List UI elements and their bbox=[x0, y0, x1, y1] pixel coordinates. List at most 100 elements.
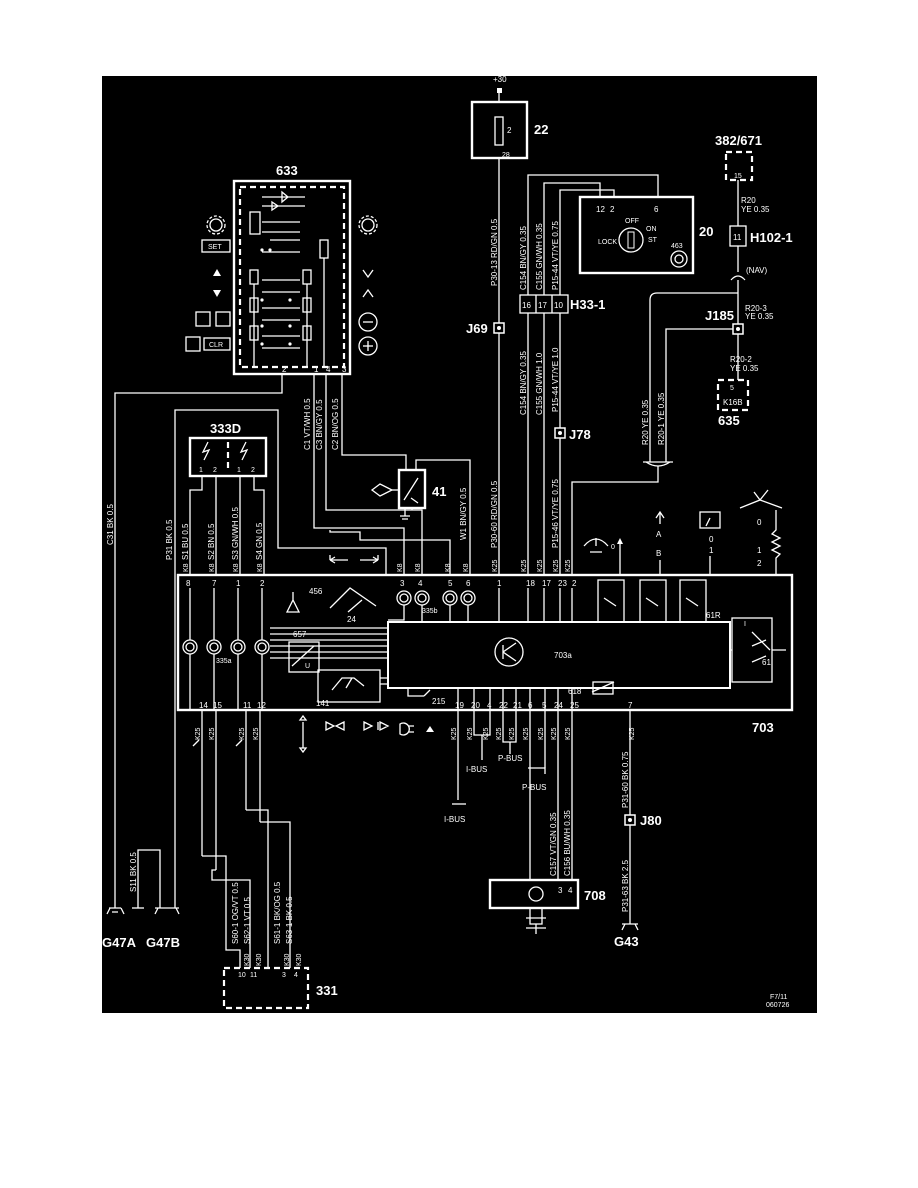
svg-text:335b: 335b bbox=[422, 608, 438, 615]
svg-text:S1 BU 0.5: S1 BU 0.5 bbox=[181, 523, 190, 560]
svg-text:C3 BN/GY 0.5: C3 BN/GY 0.5 bbox=[315, 399, 324, 450]
svg-text:K25: K25 bbox=[483, 727, 490, 740]
svg-text:16: 16 bbox=[522, 301, 531, 310]
connector-k16b: 5 K16B 635 bbox=[716, 378, 750, 428]
svg-text:0: 0 bbox=[611, 544, 615, 551]
svg-text:K30: K30 bbox=[244, 953, 251, 966]
svg-text:I: I bbox=[744, 621, 746, 628]
svg-text:1: 1 bbox=[199, 467, 203, 474]
svg-text:R20 YE 0.35: R20 YE 0.35 bbox=[641, 399, 650, 445]
svg-text:K25: K25 bbox=[537, 559, 544, 572]
svg-text:335a: 335a bbox=[216, 658, 232, 665]
svg-text:C154 BN/GY 0.35: C154 BN/GY 0.35 bbox=[519, 226, 528, 290]
svg-text:11: 11 bbox=[733, 233, 742, 242]
svg-text:1: 1 bbox=[709, 546, 714, 555]
svg-text:P31-60 BK 0.75: P31-60 BK 0.75 bbox=[621, 751, 630, 808]
connector-h102-1: 11 H102-1 bbox=[729, 225, 793, 247]
figure-code: 060726 bbox=[766, 1002, 789, 1009]
svg-text:C2 BN/OG 0.5: C2 BN/OG 0.5 bbox=[331, 398, 340, 450]
sensor-708: 3 4 708 bbox=[488, 878, 606, 934]
svg-text:R20-1 YE 0.35: R20-1 YE 0.35 bbox=[657, 392, 666, 445]
svg-text:K8: K8 bbox=[445, 563, 452, 572]
svg-text:R20-2: R20-2 bbox=[730, 355, 752, 364]
svg-text:24: 24 bbox=[554, 701, 563, 710]
svg-text:K25: K25 bbox=[509, 727, 516, 740]
svg-text:3: 3 bbox=[558, 886, 563, 895]
svg-text:22: 22 bbox=[534, 122, 548, 137]
svg-text:K8: K8 bbox=[183, 563, 190, 572]
svg-text:C1 VT/WH 0.5: C1 VT/WH 0.5 bbox=[303, 398, 312, 450]
svg-text:J80: J80 bbox=[640, 813, 662, 828]
supply-terminal bbox=[497, 88, 502, 93]
svg-text:C155 GN/WH 1.0: C155 GN/WH 1.0 bbox=[535, 352, 544, 415]
svg-text:K30: K30 bbox=[284, 953, 291, 966]
connector-h33-1: 16 17 10 H33-1 bbox=[519, 294, 605, 314]
svg-text:708: 708 bbox=[584, 888, 606, 903]
svg-text:8: 8 bbox=[186, 579, 191, 588]
svg-text:YE 0.35: YE 0.35 bbox=[730, 364, 759, 373]
svg-text:215: 215 bbox=[432, 697, 446, 706]
svg-text:5: 5 bbox=[448, 579, 453, 588]
svg-text:61R: 61R bbox=[706, 611, 721, 620]
wiper-symbols: 0 A B 0 1 0 1 2 bbox=[583, 489, 783, 575]
svg-text:703: 703 bbox=[752, 720, 774, 735]
svg-text:S3 GN/WH 0.5: S3 GN/WH 0.5 bbox=[231, 507, 240, 560]
svg-text:4: 4 bbox=[294, 972, 298, 979]
svg-text:P31-63 BK 2.5: P31-63 BK 2.5 bbox=[621, 859, 630, 912]
diagram-background bbox=[102, 76, 817, 1013]
svg-text:C155 GN/WH 0.35: C155 GN/WH 0.35 bbox=[535, 223, 544, 290]
switch-333d: 333D 1 2 1 2 bbox=[188, 421, 268, 478]
svg-text:K8: K8 bbox=[233, 563, 240, 572]
svg-text:I-BUS: I-BUS bbox=[444, 815, 465, 824]
svg-text:22: 22 bbox=[499, 701, 508, 710]
svg-text:K30: K30 bbox=[256, 953, 263, 966]
svg-text:10: 10 bbox=[238, 972, 246, 979]
svg-text:P31 BK 0.5: P31 BK 0.5 bbox=[165, 519, 174, 560]
svg-text:2: 2 bbox=[282, 365, 287, 374]
svg-text:K25: K25 bbox=[239, 727, 246, 740]
svg-text:24: 24 bbox=[347, 615, 356, 624]
svg-text:18: 18 bbox=[526, 579, 535, 588]
svg-text:463: 463 bbox=[671, 243, 683, 250]
svg-text:0: 0 bbox=[709, 535, 714, 544]
svg-text:703a: 703a bbox=[554, 651, 572, 660]
svg-text:S62-1 VT 0.5: S62-1 VT 0.5 bbox=[243, 896, 252, 944]
svg-text:11: 11 bbox=[243, 701, 252, 710]
svg-text:1: 1 bbox=[497, 579, 502, 588]
svg-text:14: 14 bbox=[199, 701, 208, 710]
svg-text:333D: 333D bbox=[210, 421, 241, 436]
svg-text:C157 VT/GN 0.35: C157 VT/GN 0.35 bbox=[549, 812, 558, 876]
svg-text:17: 17 bbox=[538, 301, 547, 310]
svg-text:20: 20 bbox=[471, 701, 480, 710]
svg-text:11: 11 bbox=[250, 972, 257, 979]
svg-text:4: 4 bbox=[326, 365, 331, 374]
svg-text:3: 3 bbox=[282, 972, 286, 979]
svg-text:LOCK: LOCK bbox=[598, 239, 617, 246]
svg-text:2: 2 bbox=[757, 559, 762, 568]
svg-text:K25: K25 bbox=[521, 559, 528, 572]
control-icons-right bbox=[358, 215, 378, 356]
svg-text:3: 3 bbox=[400, 579, 405, 588]
svg-text:K25: K25 bbox=[629, 727, 636, 740]
supply-label: +30 bbox=[493, 75, 507, 84]
svg-text:C156 BU/WH 0.35: C156 BU/WH 0.35 bbox=[563, 810, 572, 876]
svg-text:P15-46 VT/YE 0.75: P15-46 VT/YE 0.75 bbox=[551, 479, 560, 548]
svg-text:K25: K25 bbox=[565, 559, 572, 572]
svg-text:K25: K25 bbox=[538, 727, 545, 740]
svg-text:(NAV): (NAV) bbox=[746, 266, 768, 275]
svg-text:K25: K25 bbox=[496, 727, 503, 740]
svg-text:2: 2 bbox=[572, 579, 577, 588]
svg-text:15: 15 bbox=[213, 701, 222, 710]
svg-text:YE 0.35: YE 0.35 bbox=[745, 312, 774, 321]
svg-text:YE 0.35: YE 0.35 bbox=[741, 205, 770, 214]
svg-text:4: 4 bbox=[418, 579, 423, 588]
svg-text:4: 4 bbox=[568, 886, 573, 895]
svg-text:J185: J185 bbox=[705, 308, 734, 323]
svg-text:K30: K30 bbox=[296, 953, 303, 966]
svg-text:3: 3 bbox=[342, 365, 347, 374]
svg-text:R20-3: R20-3 bbox=[745, 304, 767, 313]
svg-text:I-BUS: I-BUS bbox=[466, 765, 487, 774]
svg-text:K25: K25 bbox=[209, 727, 216, 740]
svg-text:19: 19 bbox=[455, 701, 464, 710]
svg-text:R20: R20 bbox=[741, 196, 756, 205]
